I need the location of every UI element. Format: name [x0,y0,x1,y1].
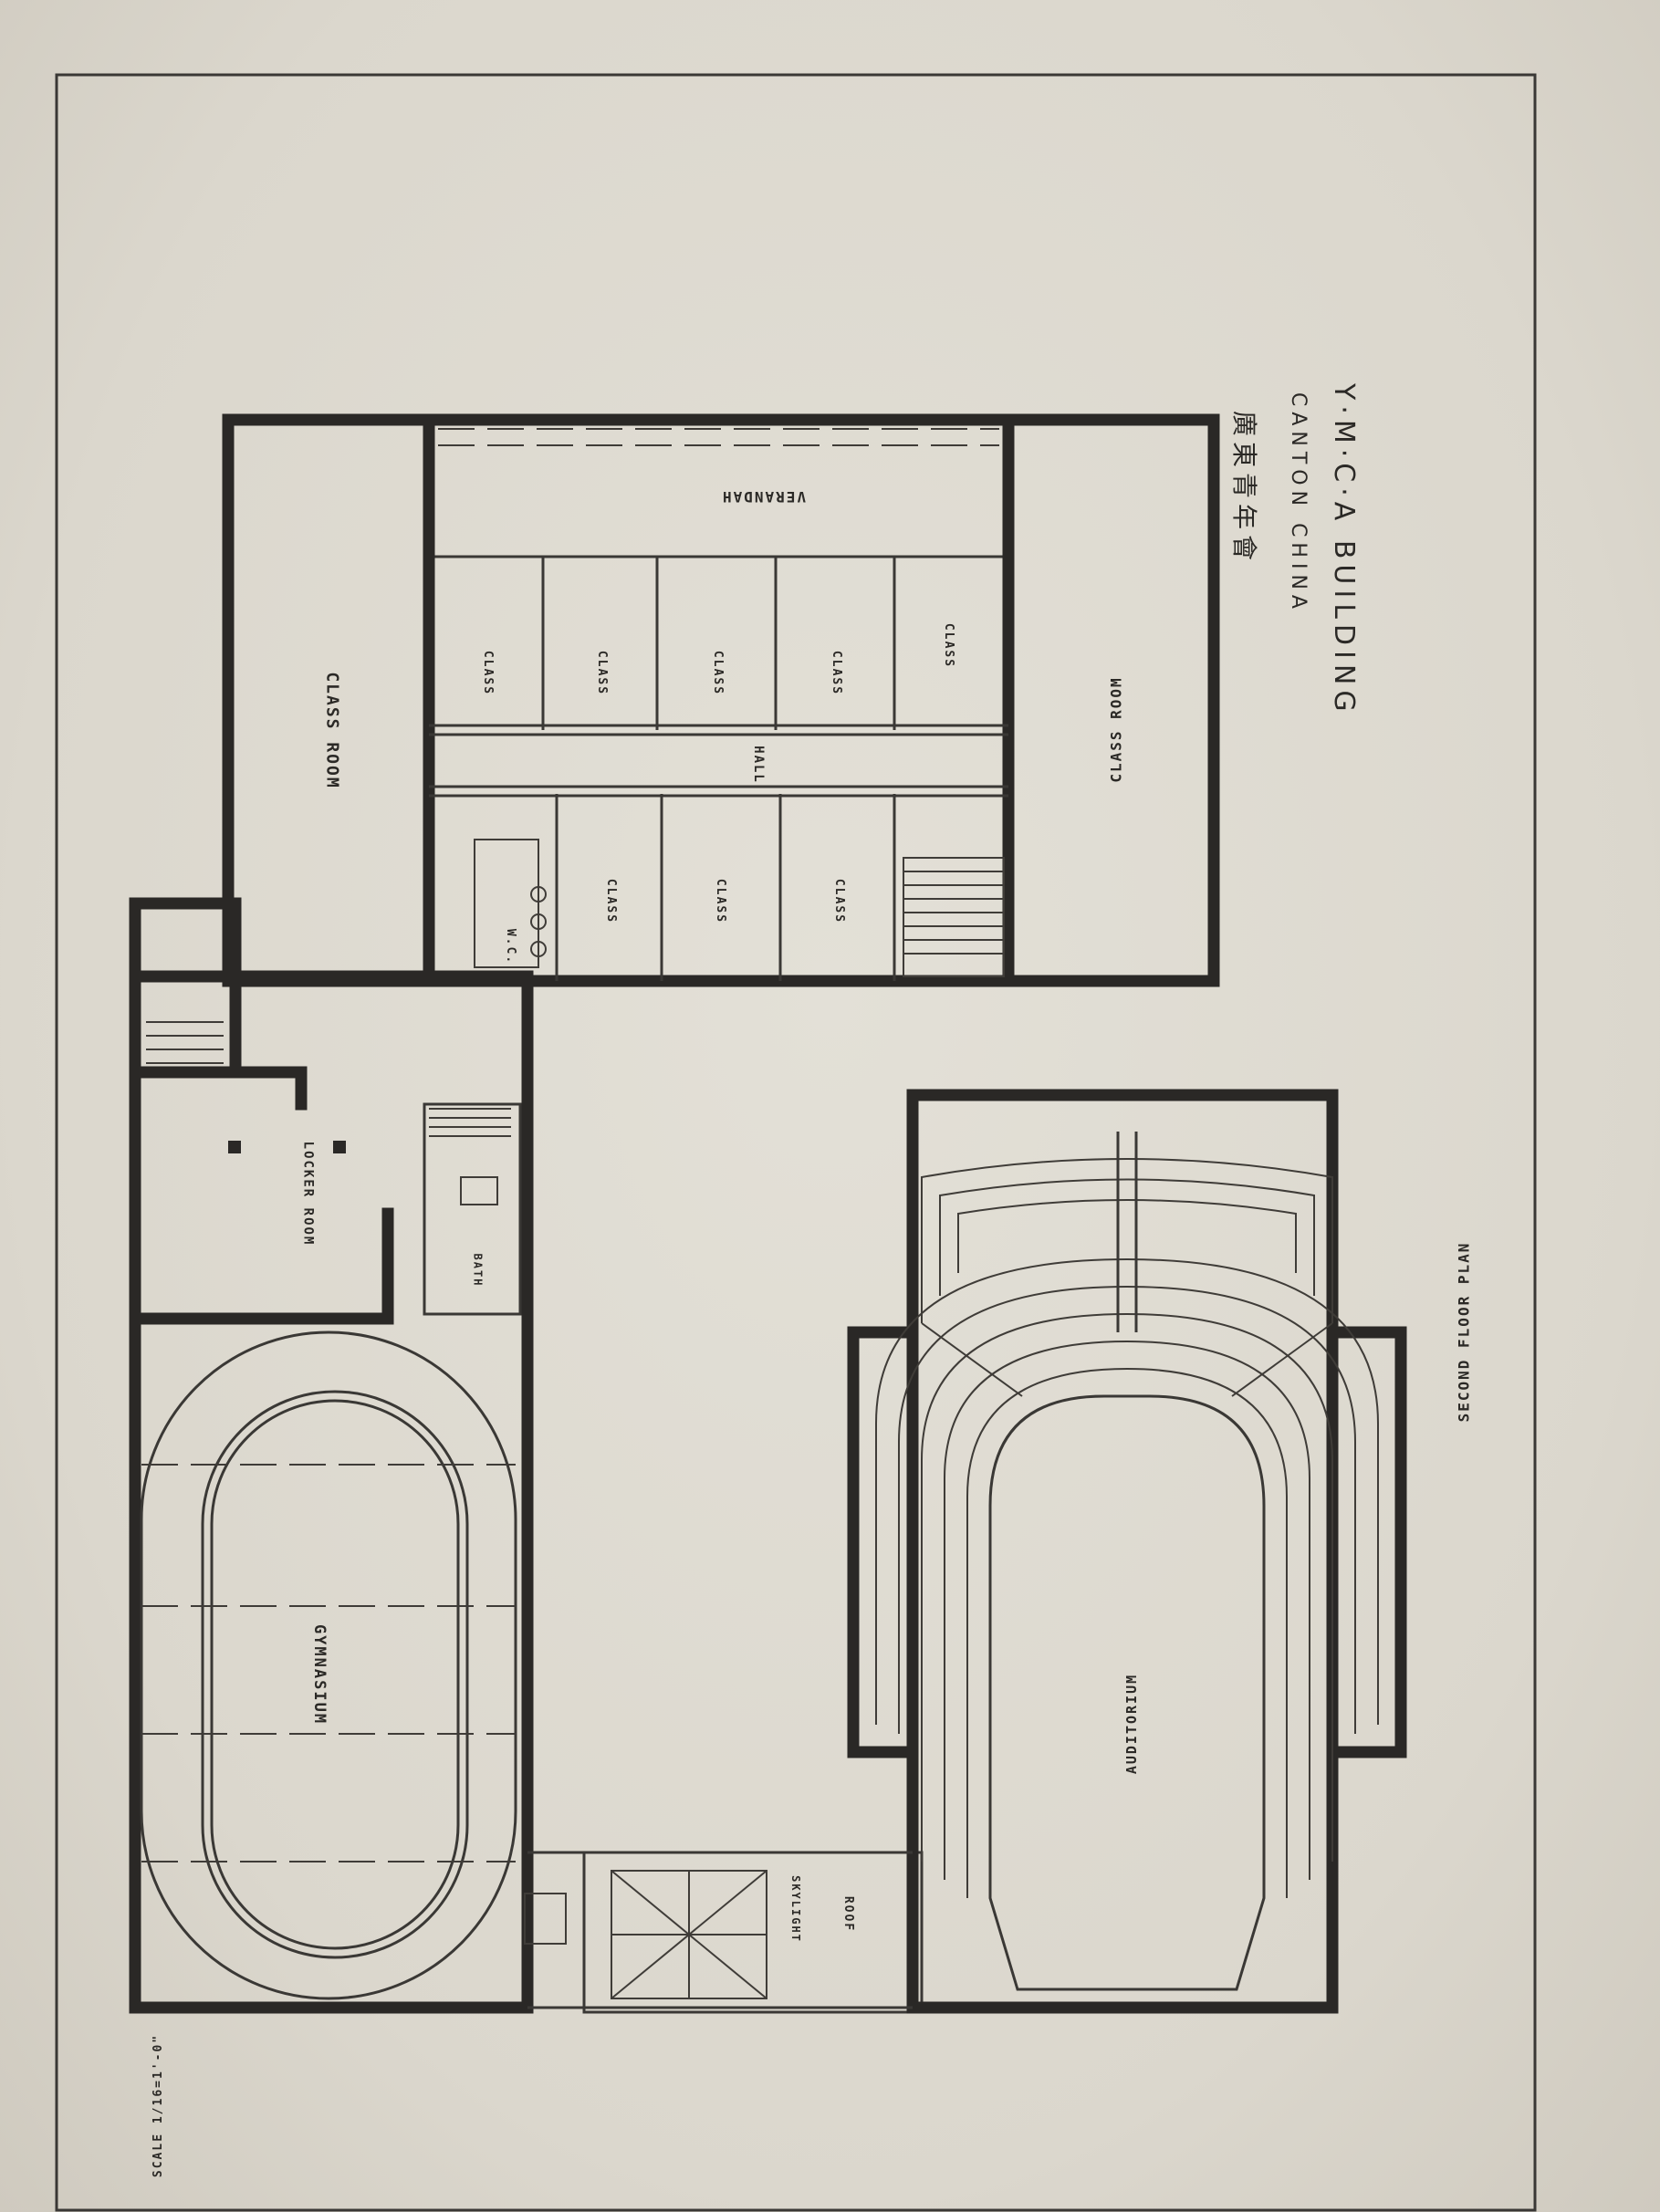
label-class-room-left: CLASS ROOM [322,672,342,789]
plan-name: SECOND FLOOR PLAN [1455,1241,1473,1423]
label-locker-room: LOCKER ROOM [300,1141,316,1247]
title-canton-china: CANTON CHINA [1287,392,1310,614]
label-roof: ROOF [841,1895,856,1933]
label-wc: W.C. [504,928,518,965]
label-class-1: CLASS [481,650,496,696]
label-hall: HALL [750,746,766,784]
label-class-2: CLASS [595,650,610,696]
sheet-border [55,73,1537,2212]
label-class-7: CLASS [714,878,728,924]
label-class-room-right: CLASS ROOM [1107,676,1125,783]
left-wing [129,897,924,2014]
label-class-8: CLASS [832,878,847,924]
title-block: Y·M·C·A BUILDING CANTON CHINA 廣東青年會 [1229,383,1524,776]
auditorium-block [847,1089,1407,2014]
label-skylight: SKYLIGHT [788,1875,802,1943]
stair-right [903,857,1005,977]
scale-note: SCALE 1/16=1'-0" [151,2033,166,2178]
label-class-4: CLASS [830,650,844,696]
label-class-3: CLASS [711,650,726,696]
label-gymnasium: GYMNASIUM [310,1623,329,1726]
label-bath: BATH [471,1253,485,1288]
label-class-6: CLASS [604,878,619,924]
classroom-block [222,413,1220,987]
title-ymca-building: Y·M·C·A BUILDING [1328,383,1360,717]
label-auditorium: AUDITORIUM [1123,1673,1141,1775]
label-verandah: VERANDAH [721,488,807,506]
title-chinese: 廣東青年會 [1229,411,1259,567]
label-class-5: CLASS [942,622,956,669]
